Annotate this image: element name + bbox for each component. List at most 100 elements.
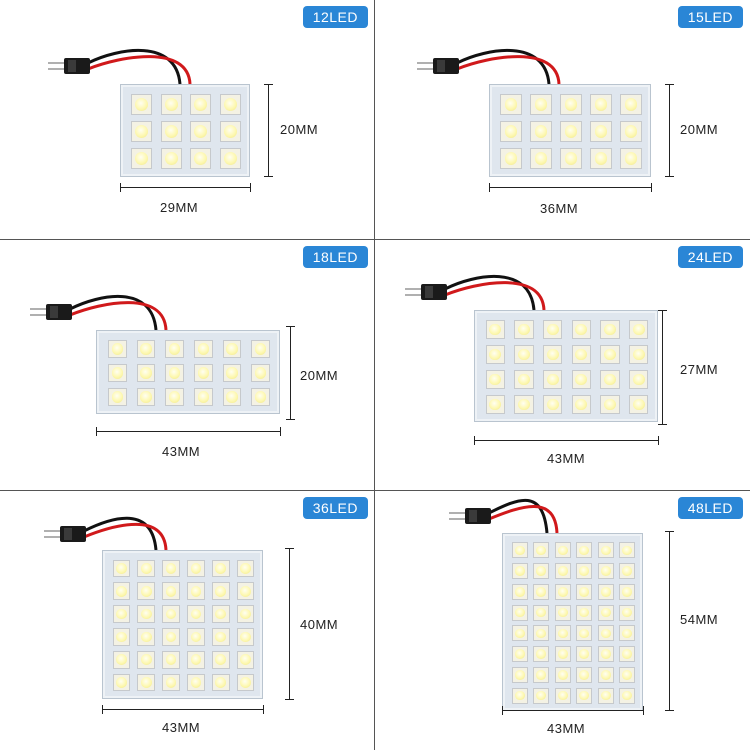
led-chip [600, 369, 620, 390]
led-chip [137, 628, 156, 646]
led-chip [222, 387, 242, 407]
led-chip [597, 646, 614, 663]
led-chip [112, 673, 131, 692]
led-chip [533, 604, 550, 621]
plug-housing-ridge [68, 60, 76, 72]
led-chip [533, 646, 550, 663]
led-chip [533, 666, 550, 683]
width-dimension-line [120, 183, 251, 192]
led-chip [530, 120, 552, 143]
led-chip [160, 147, 182, 170]
led-count-badge: 48LED [677, 497, 743, 519]
led-chip [514, 394, 534, 415]
height-dimension-line [665, 84, 674, 177]
led-chip [571, 369, 592, 390]
led-chip [131, 93, 153, 116]
led-chip [236, 582, 255, 601]
led-chip [136, 387, 156, 407]
panel-48led: 48LED 54MM 43MM [375, 491, 749, 739]
led-chip [211, 650, 230, 669]
led-chip [500, 120, 522, 143]
height-label: 20MM [680, 122, 719, 137]
led-chip [137, 673, 156, 692]
led-chip [190, 147, 212, 170]
led-chip [576, 583, 593, 600]
led-chip [619, 542, 636, 559]
led-chip [554, 563, 571, 580]
panel-24led: 24LED 27MM 43MM [375, 240, 749, 488]
led-board [96, 330, 280, 414]
led-chip [187, 605, 205, 623]
led-chip [219, 147, 241, 170]
led-chip [236, 628, 255, 646]
led-chip [511, 646, 528, 663]
led-chip [560, 120, 582, 143]
wire-connector-icon [417, 49, 561, 85]
led-chip [162, 582, 180, 601]
led-chip [533, 687, 550, 704]
led-chip [554, 687, 571, 704]
led-chip [514, 369, 534, 390]
led-chip [137, 582, 156, 601]
led-chip [600, 319, 620, 340]
led-chip [160, 120, 182, 143]
red-wire [87, 55, 192, 85]
led-chip [165, 387, 185, 407]
led-chip [187, 673, 205, 692]
plug-housing [46, 304, 72, 320]
led-chip [251, 339, 271, 359]
led-chip [620, 147, 642, 170]
led-chip [165, 339, 185, 359]
led-chip [222, 363, 242, 383]
led-chip [554, 583, 571, 600]
led-chip [533, 563, 550, 580]
led-chip [511, 625, 528, 642]
led-chip [187, 582, 205, 601]
black-wire [456, 49, 551, 85]
height-dimension-line [658, 310, 667, 425]
led-chip [187, 559, 205, 578]
led-chip [576, 646, 593, 663]
height-dimension-line [264, 84, 273, 177]
height-dimension-line [286, 326, 295, 420]
led-board [489, 84, 651, 177]
led-chip [190, 120, 212, 143]
width-dimension-line [489, 183, 652, 192]
led-chip [628, 344, 649, 365]
led-chip [211, 673, 230, 692]
wire-connector-icon [48, 49, 192, 85]
plug-housing-ridge [469, 510, 477, 522]
led-chip [193, 363, 213, 383]
led-chip [136, 363, 156, 383]
led-chip [628, 394, 649, 415]
led-chip [251, 387, 271, 407]
led-chip [236, 673, 255, 692]
led-chip [560, 93, 582, 116]
led-chip [187, 650, 205, 669]
plug-housing-ridge [425, 286, 433, 298]
width-label: 43MM [162, 444, 201, 459]
height-label: 40MM [300, 617, 339, 632]
width-dimension-line [102, 705, 264, 714]
led-chip [511, 604, 528, 621]
horizontal-divider [0, 490, 750, 491]
led-chip [530, 93, 552, 116]
panel-15led: 15LED 20MM 36MM [375, 0, 749, 248]
black-wire [488, 498, 549, 534]
led-chip [511, 563, 528, 580]
led-chip [112, 582, 131, 601]
led-chip [597, 687, 614, 704]
led-chip [554, 646, 571, 663]
led-chip [600, 394, 620, 415]
width-label: 43MM [547, 721, 586, 736]
led-chip [511, 687, 528, 704]
led-chip [485, 394, 506, 415]
led-chip [590, 120, 612, 143]
led-chip [187, 628, 205, 646]
led-chip [107, 363, 127, 383]
led-chip [576, 542, 593, 559]
led-chip [597, 542, 614, 559]
wire-connector-icon [30, 295, 168, 331]
width-label: 43MM [547, 451, 586, 466]
led-chip [500, 147, 522, 170]
